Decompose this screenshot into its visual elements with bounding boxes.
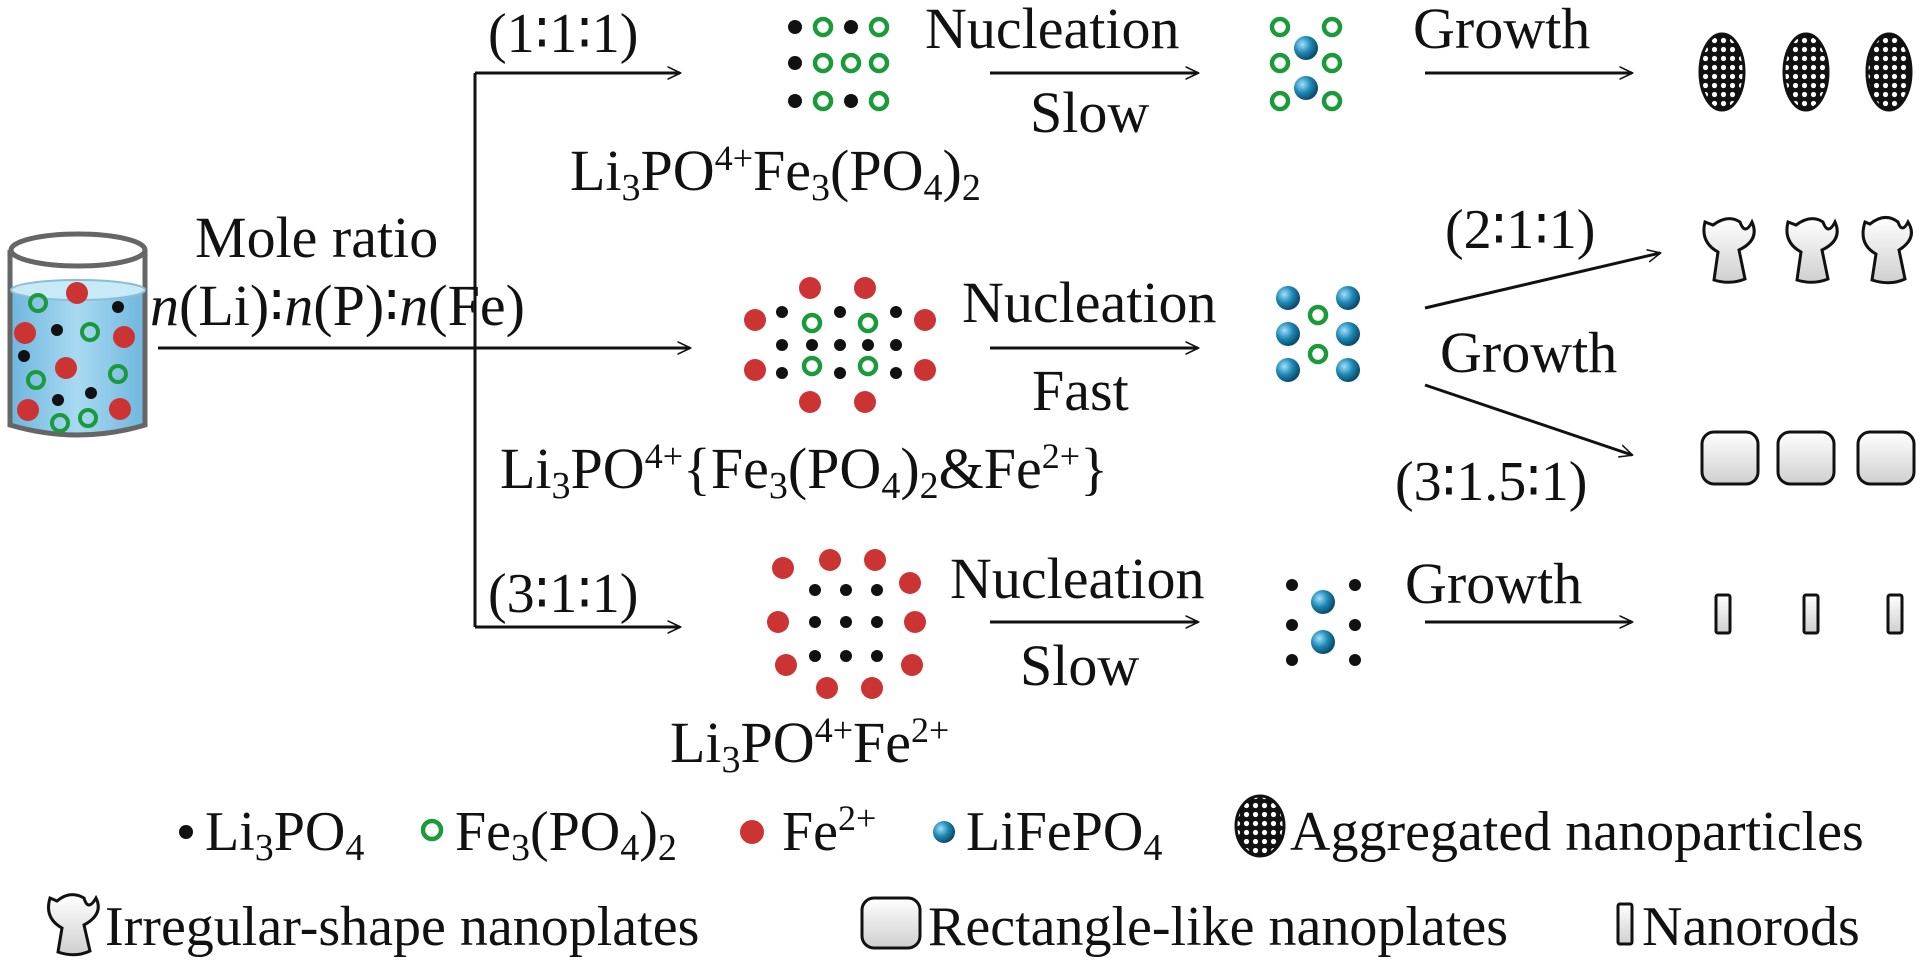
legend-lifepo4-label: LiFePO4 bbox=[966, 801, 1162, 869]
precursor-cluster-bottom bbox=[767, 549, 926, 699]
nucleation-rate-middle: Fast bbox=[1032, 358, 1129, 423]
ratio-middle-lower: (3∶1.5∶1) bbox=[1395, 451, 1587, 513]
precursor-cluster-middle bbox=[744, 277, 936, 413]
nucleation-bottom: Nucleation bbox=[950, 546, 1204, 611]
legend-irregular-icon bbox=[47, 893, 100, 957]
legend-fe3po42-marker bbox=[420, 818, 444, 842]
growth-top: Growth bbox=[1413, 0, 1590, 61]
nanorods-products bbox=[1714, 593, 1904, 635]
growth-arrow-lower bbox=[1424, 383, 1632, 455]
beaker-outline bbox=[7, 250, 148, 438]
nuclei-cluster-bottom bbox=[1286, 579, 1361, 666]
growth-arrow-upper bbox=[1424, 253, 1660, 310]
precursor-bottom: Li3PO4+Fe2+ bbox=[670, 710, 949, 781]
nuclei-cluster-top bbox=[1269, 16, 1343, 112]
rectangle-nanoplates-products bbox=[1700, 430, 1916, 486]
precursor-bottom-text: Li3PO4+Fe2+ bbox=[670, 710, 949, 781]
legend-aggregated-label: Aggregated nanoparticles bbox=[1290, 801, 1864, 863]
legend-fe2-marker bbox=[740, 820, 764, 844]
mole-ratio-label: Mole ratio bbox=[195, 205, 438, 270]
precursor-top: Li3PO4+Fe3(PO4)2 bbox=[570, 138, 981, 209]
legend-lifepo4-marker bbox=[933, 821, 955, 843]
nuclei-cluster-middle bbox=[1276, 286, 1360, 382]
precursor-middle: Li3PO4+{Fe3(PO4)2&Fe2+} bbox=[500, 436, 1108, 507]
legend-nanorods-icon bbox=[1616, 902, 1634, 946]
legend-irregular-label: Irregular-shape nanoplates bbox=[105, 896, 699, 958]
main-arrows bbox=[158, 73, 1660, 627]
precursor-middle-text: Li3PO4+{Fe3(PO4)2&Fe2+} bbox=[500, 436, 1108, 507]
precursor-top-text: Li3PO4+Fe3(PO4)2 bbox=[570, 138, 981, 209]
beaker-particles bbox=[14, 282, 135, 433]
nucleation-middle: Nucleation bbox=[962, 270, 1216, 335]
beaker-liquid bbox=[10, 290, 145, 435]
legend-fe2-label: Fe2+ bbox=[782, 798, 876, 863]
ratio-middle-upper: (2∶1∶1) bbox=[1445, 199, 1595, 261]
beaker bbox=[7, 231, 148, 438]
aggregated-nanoparticles-products bbox=[1698, 32, 1913, 112]
legend-rectangle-label: Rectangle-like nanoplates bbox=[928, 896, 1508, 958]
growth-middle: Growth bbox=[1440, 320, 1617, 385]
nucleation-rate-bottom: Slow bbox=[1020, 633, 1139, 698]
mole-ratio-formula: n(Li)∶n(P)∶n(Fe) bbox=[150, 273, 525, 338]
legend-li3po4-marker bbox=[179, 825, 193, 839]
legend: Li3PO4 Fe3(PO4)2 Fe2+ LiFePO4 Aggregated… bbox=[47, 794, 1864, 958]
beaker-rim bbox=[8, 231, 148, 269]
legend-fe3po42-label: Fe3(PO4)2 bbox=[455, 801, 677, 869]
legend-nanorods-label: Nanorods bbox=[1642, 896, 1860, 958]
ratio-bottom: (3∶1∶1) bbox=[488, 563, 638, 625]
irregular-nanoplates-products bbox=[1702, 216, 1913, 285]
precursor-cluster-top bbox=[788, 16, 890, 112]
growth-bottom: Growth bbox=[1405, 551, 1582, 616]
legend-li3po4-label: Li3PO4 bbox=[205, 801, 364, 869]
ratio-top: (1∶1∶1) bbox=[488, 3, 638, 65]
mole-ratio-formula-text: n(Li)∶n(P)∶n(Fe) bbox=[150, 273, 525, 338]
legend-rectangle-icon bbox=[860, 896, 922, 950]
nucleation-rate-top: Slow bbox=[1030, 80, 1149, 145]
nucleation-top: Nucleation bbox=[925, 0, 1179, 61]
legend-aggregated-icon bbox=[1234, 794, 1286, 858]
